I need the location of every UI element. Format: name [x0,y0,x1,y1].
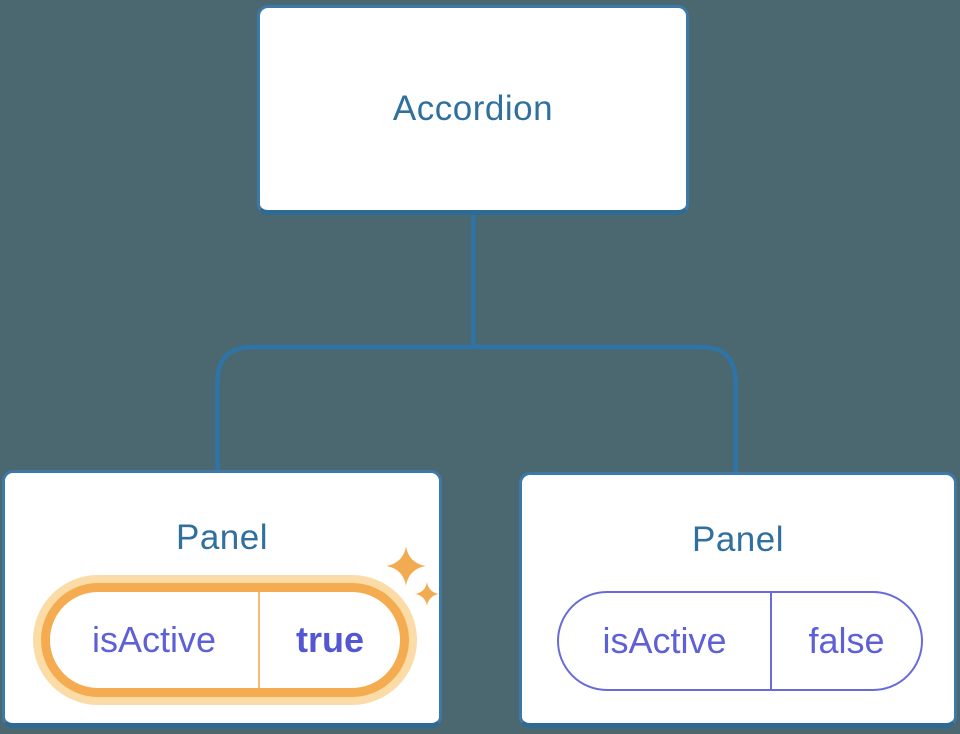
sparkle-small-icon [415,582,439,606]
state-value: false [808,620,885,661]
panel-title: Panel [691,520,785,559]
accordion-node-label: Accordion [392,89,554,128]
accordion-node: Accordion [257,5,689,215]
sparkle-large-icon [386,546,426,586]
state-value: true [295,619,364,660]
state-pill-active: isActive true [41,583,409,697]
state-pill-inactive: isActive false [557,591,923,691]
state-key: isActive [559,593,772,689]
panel-node-active: Panel isActive true [2,470,442,728]
sparkle-icon [386,546,439,606]
panel-title: Panel [175,518,269,557]
panel-node-inactive: Panel isActive false [519,472,957,728]
state-key: isActive [50,592,260,688]
connector-bracket [215,344,738,473]
